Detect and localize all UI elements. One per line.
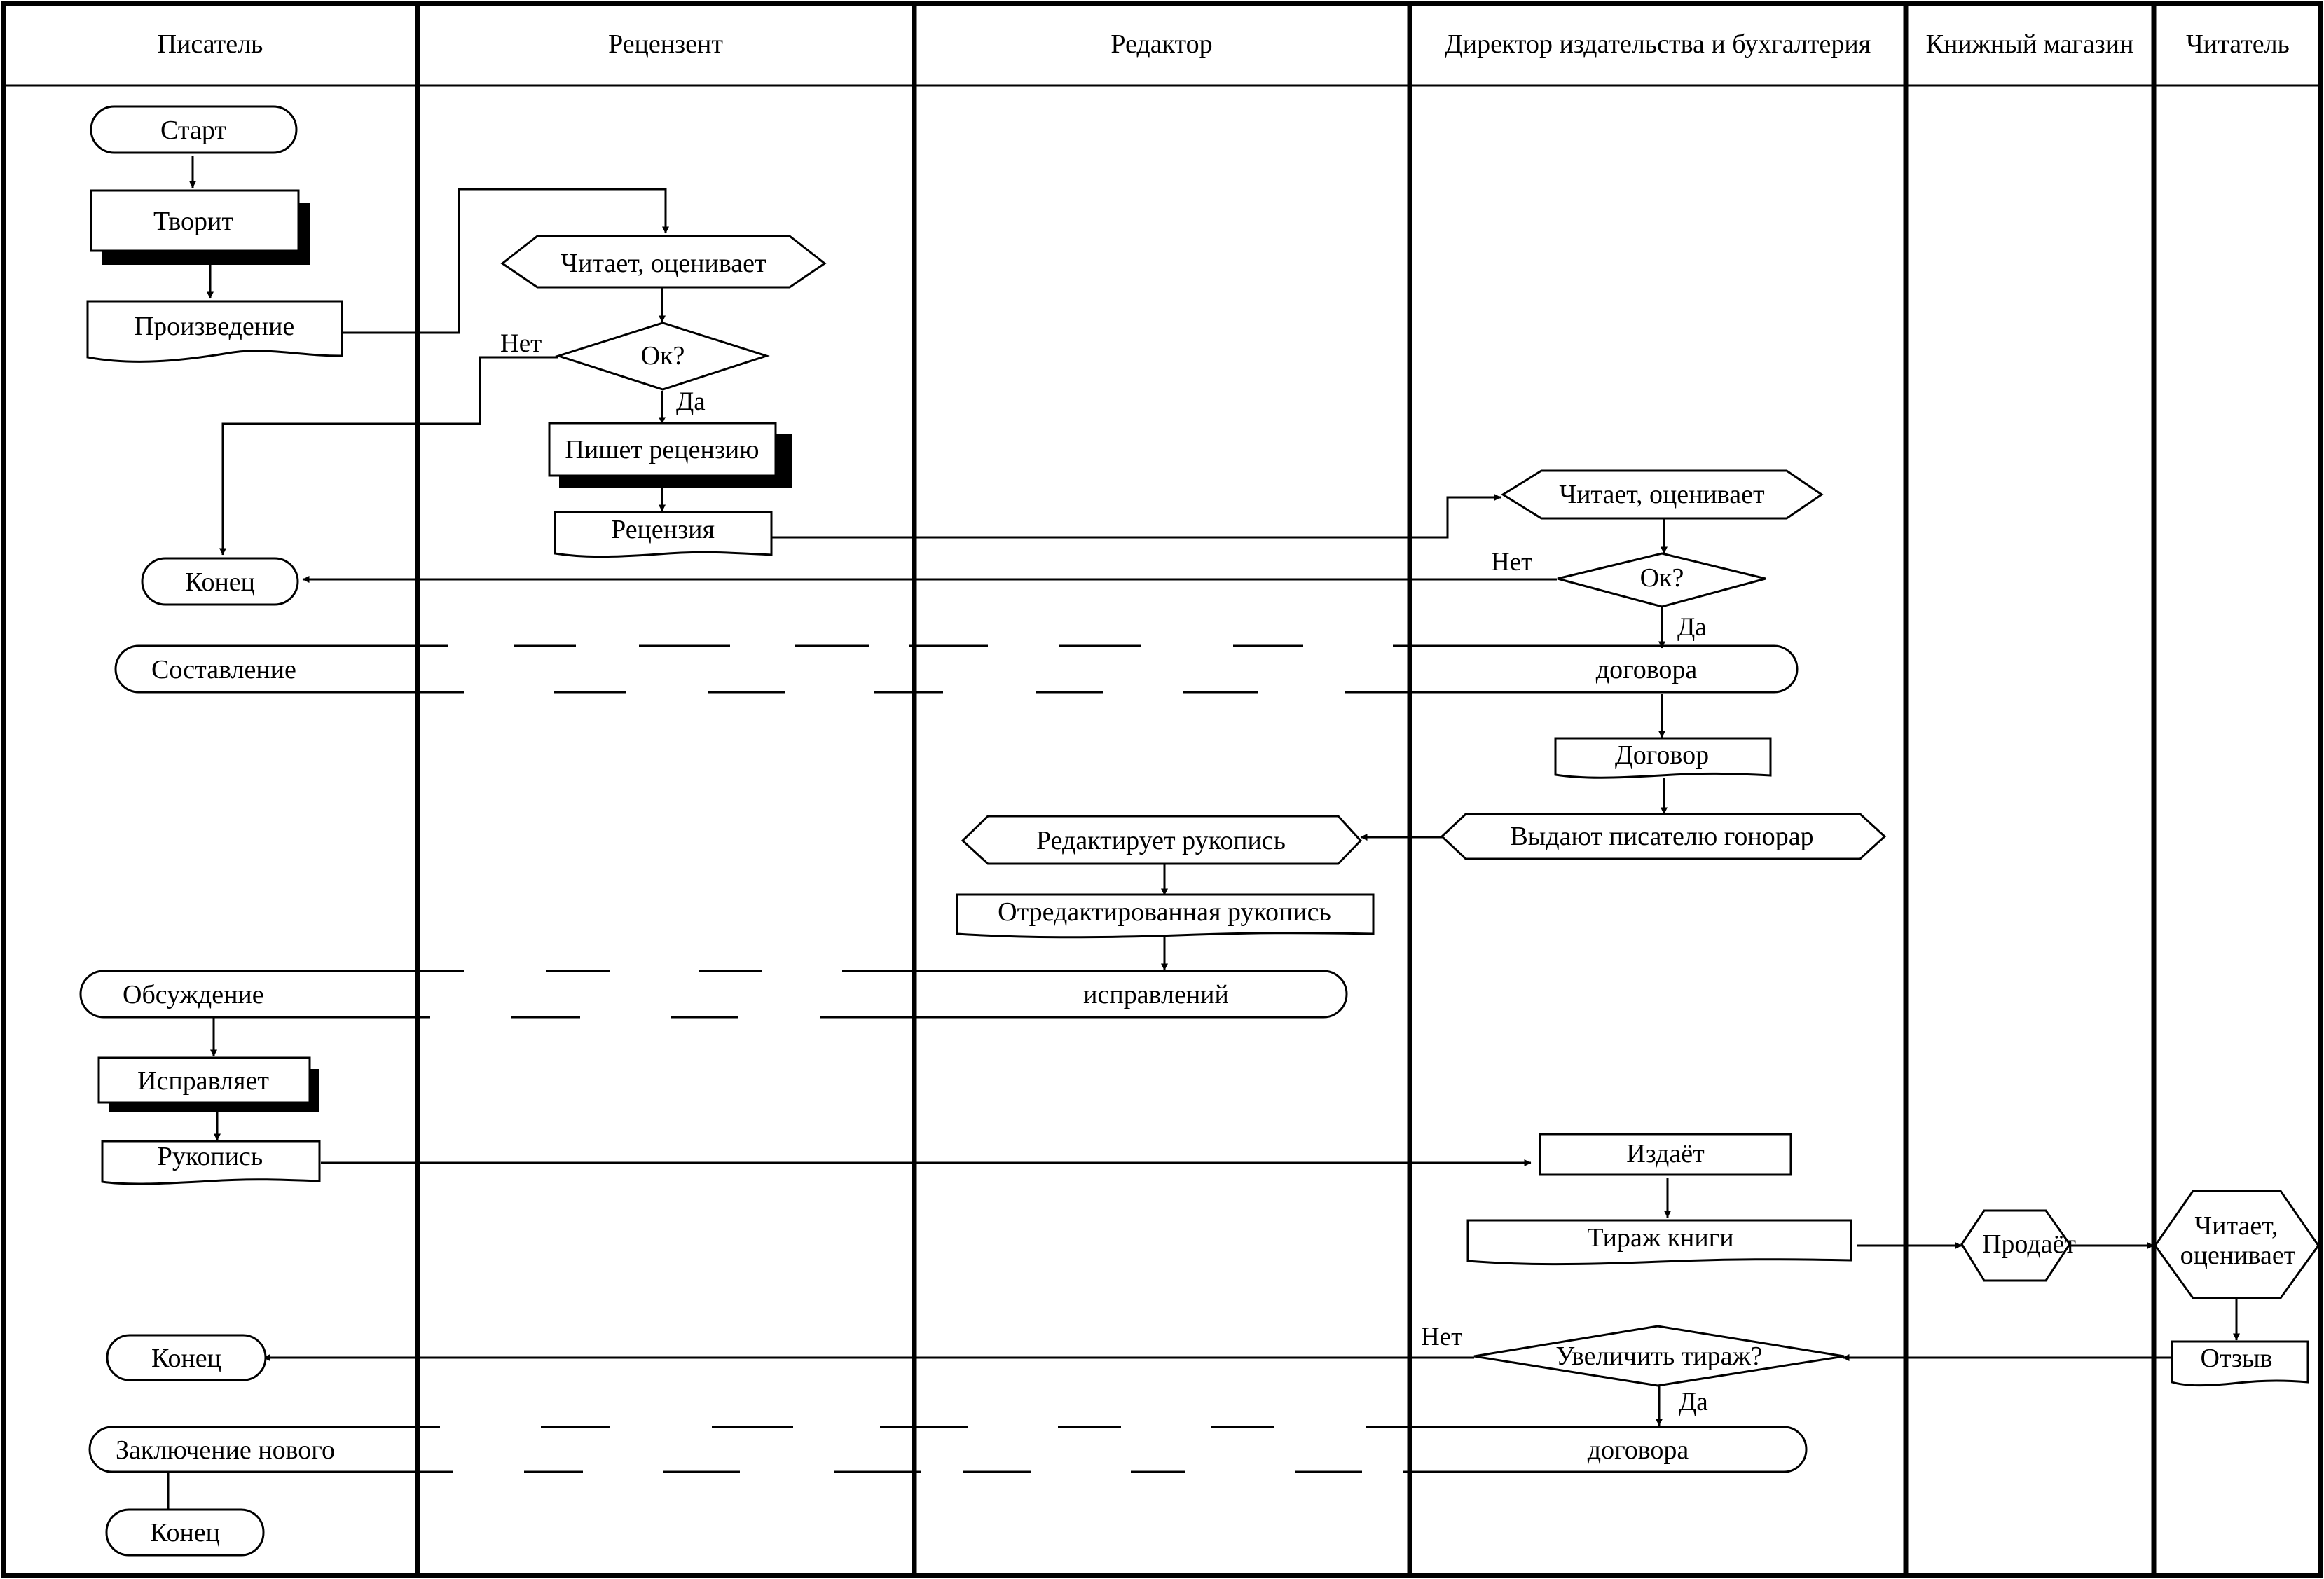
writer-start: Старт <box>90 105 298 154</box>
reader-reads-prep: Читает, оценивает <box>2154 1190 2320 1299</box>
svg-text:Обсуждение: Обсуждение <box>123 980 264 1009</box>
svg-text:Исправляет: Исправляет <box>137 1066 269 1096</box>
svg-text:Произведение: Произведение <box>135 312 295 341</box>
svg-text:Издаёт: Издаёт <box>1626 1139 1705 1168</box>
svg-text:Увеличить тираж?: Увеличить тираж? <box>1555 1342 1762 1371</box>
reviewer-reads-prep: Читает, оценивает <box>500 235 827 289</box>
lane-header-writer: Писатель <box>158 29 263 59</box>
writer-creates-process: Творит <box>90 189 310 265</box>
writer-work-document: Произведение <box>86 300 343 363</box>
director-increase-decision: Увеличить тираж? <box>1473 1325 1845 1387</box>
director-no-label: Нет <box>1491 548 1532 577</box>
store-sells-prep: Продаёт <box>1960 1209 2076 1282</box>
svg-text:Отзыв: Отзыв <box>2201 1344 2273 1373</box>
lane-header-editor: Редактор <box>1111 29 1212 59</box>
split-terminator-new-contract <box>88 1426 1808 1473</box>
lane-header-store: Книжный магазин <box>1926 29 2134 59</box>
svg-text:Старт: Старт <box>160 116 226 145</box>
director-yes-label: Да <box>1677 613 1707 642</box>
corrections-end-label: исправлений <box>1083 980 1229 1009</box>
director-publishes-process: Издаёт <box>1539 1133 1792 1176</box>
director-fee-prep: Выдают писателю гонорар <box>1440 813 1887 860</box>
director-contract-doc: Договор <box>1554 737 1772 779</box>
writer-end-1: Конец <box>141 557 299 606</box>
contract-start-label: Составление <box>151 655 296 684</box>
new-contract-end-label: договора <box>1588 1435 1689 1465</box>
svg-text:Конец: Конец <box>151 1344 221 1373</box>
svg-text:Ок?: Ок? <box>1640 563 1684 593</box>
svg-text:Читает, оценивает: Читает, оценивает <box>1559 480 1765 509</box>
writer-discussion-label: Обсуждение <box>123 980 264 1009</box>
arrow-ok-no-to-end1 <box>219 356 558 556</box>
reviewer-yes-label: Да <box>676 387 706 416</box>
svg-text:Конец: Конец <box>185 567 255 597</box>
reviewer-write-process: Пишет рецензию <box>548 422 792 488</box>
connectors <box>165 156 2240 1516</box>
reviewer-ok-decision: Ок? <box>555 322 770 391</box>
director-yes2-label: Да <box>1679 1388 1708 1416</box>
svg-text:Ок?: Ок? <box>641 341 685 371</box>
lane-headers: Писатель Рецензент Редактор Директор изд… <box>158 29 2290 59</box>
svg-text:Договор: Договор <box>1615 740 1709 770</box>
editor-edits-prep: Редактирует рукопись <box>961 815 1363 865</box>
arrow-review-to-director <box>772 494 1501 539</box>
writer-manuscript-document: Рукопись <box>101 1140 321 1185</box>
lane-header-director: Директор издательства и бухгалтерия <box>1445 29 1871 59</box>
svg-text:оценивает: оценивает <box>2180 1241 2296 1270</box>
svg-text:Читает, оценивает: Читает, оценивает <box>561 249 766 278</box>
svg-text:Тираж книги: Тираж книги <box>1587 1223 1733 1253</box>
director-ok-decision: Ок? <box>1557 552 1766 608</box>
director-reads-prep: Читает, оценивает <box>1501 469 1824 520</box>
svg-text:Рецензия: Рецензия <box>611 515 715 544</box>
arrow-work-to-reviewer <box>342 188 669 334</box>
svg-text:Отредактированная рукопись: Отредактированная рукопись <box>998 897 1331 927</box>
lane-header-reader: Читатель <box>2186 29 2290 59</box>
contract-end-label: договора <box>1596 655 1698 684</box>
svg-text:Рукопись: Рукопись <box>158 1142 263 1171</box>
director-print-run-document: Тираж книги <box>1466 1219 1852 1266</box>
reader-review-document: Отзыв <box>2171 1340 2309 1387</box>
svg-text:Выдают писателю гонорар: Выдают писателю гонорар <box>1510 822 1813 851</box>
reviewer-no-label: Нет <box>500 329 542 358</box>
director-no2-label: Нет <box>1421 1323 1462 1351</box>
svg-text:Пишет рецензию: Пишет рецензию <box>565 435 759 464</box>
editor-edited-document: Отредактированная рукопись <box>956 893 1375 939</box>
svg-text:Редактирует рукопись: Редактирует рукопись <box>1036 826 1286 855</box>
svg-text:Творит: Творит <box>153 207 233 236</box>
svg-text:Продаёт: Продаёт <box>1982 1229 2076 1259</box>
new-contract-start-label: Заключение нового <box>116 1435 335 1465</box>
writer-end-2: Конец <box>106 1334 267 1381</box>
writer-fixes-process: Исправляет <box>97 1056 319 1112</box>
split-terminator-corrections <box>79 970 1348 1019</box>
reviewer-review-document: Рецензия <box>554 511 773 558</box>
writer-end-3: Конец <box>105 1508 265 1557</box>
svg-text:Конец: Конец <box>150 1518 220 1547</box>
svg-text:Читает,: Читает, <box>2194 1211 2278 1241</box>
split-terminator-contract <box>114 644 1799 694</box>
lane-header-reviewer: Рецензент <box>608 29 723 59</box>
